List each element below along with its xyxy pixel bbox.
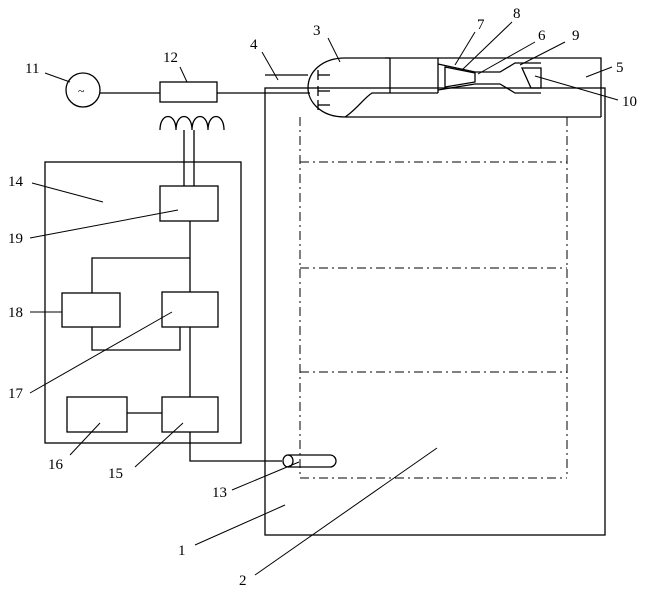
label-7: 7 xyxy=(477,17,485,33)
label-8: 8 xyxy=(513,6,521,22)
leader-8 xyxy=(462,22,512,70)
box-17 xyxy=(162,292,218,327)
label-12: 12 xyxy=(163,50,178,66)
label-14: 14 xyxy=(8,174,24,190)
ac-symbol: ~ xyxy=(78,84,85,98)
leader-5 xyxy=(586,67,612,77)
leader-9 xyxy=(520,42,565,65)
label-19: 19 xyxy=(8,231,23,247)
leader-3 xyxy=(328,38,340,62)
label-18: 18 xyxy=(8,305,23,321)
label-15: 15 xyxy=(108,466,123,482)
component-12-box xyxy=(160,82,217,102)
label-6: 6 xyxy=(538,28,546,44)
label-13: 13 xyxy=(212,485,227,501)
wire-15-to-sensor xyxy=(190,432,282,461)
loop-to-18-top xyxy=(92,258,190,293)
leader-14 xyxy=(32,183,103,202)
furnace-body-1 xyxy=(265,88,605,535)
box-15 xyxy=(162,397,218,432)
label-9: 9 xyxy=(572,28,580,44)
label-5: 5 xyxy=(616,60,624,76)
leader-15 xyxy=(135,423,183,467)
leader-2 xyxy=(255,448,437,575)
ac-source: ~ xyxy=(66,73,100,107)
label-4: 4 xyxy=(250,37,258,53)
label-2: 2 xyxy=(239,573,247,589)
label-17: 17 xyxy=(8,386,24,402)
leader-12 xyxy=(180,67,187,82)
leader-17 xyxy=(30,312,172,393)
leader-11 xyxy=(45,73,70,82)
leader-16 xyxy=(70,423,100,455)
inner-chamber-2 xyxy=(300,117,567,478)
heating-coil xyxy=(160,117,224,187)
box-19 xyxy=(160,186,218,221)
label-3: 3 xyxy=(313,23,321,39)
label-16: 16 xyxy=(48,457,64,473)
loop-18-17-bottom xyxy=(92,327,180,350)
control-cabinet-14 xyxy=(45,162,241,443)
label-10: 10 xyxy=(622,94,637,110)
leader-1 xyxy=(195,505,285,545)
box-18 xyxy=(62,293,120,327)
label-11: 11 xyxy=(25,61,39,77)
leader-19 xyxy=(30,210,178,238)
label-1: 1 xyxy=(178,543,186,559)
leader-4 xyxy=(262,52,278,80)
